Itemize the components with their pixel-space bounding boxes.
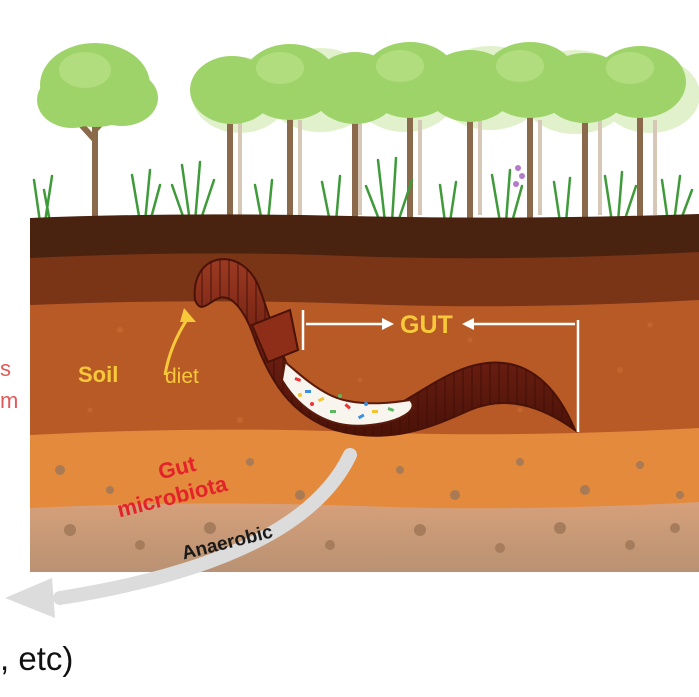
gut-dimension-markers	[301, 310, 580, 432]
soil-speckles	[87, 322, 653, 423]
worm-gut-cutaway	[280, 360, 414, 427]
cropped-text-fragment-1: s	[0, 356, 11, 381]
foreground-trees	[37, 42, 686, 221]
worm-clitellum	[250, 308, 300, 364]
subsoil-orange-layer	[30, 428, 699, 520]
gut-microbes	[294, 377, 395, 420]
flower-cluster	[513, 165, 525, 187]
cropped-text-fragment-2: m	[0, 388, 19, 413]
soil-label: Soil	[78, 362, 119, 387]
earthworm	[193, 258, 578, 437]
subsoil-mid-layer	[30, 300, 699, 445]
anaerobic-arrow-head	[5, 578, 55, 618]
gravel-layer	[30, 502, 699, 572]
anaerobic-gradient-arrow	[53, 448, 357, 605]
gravel-stones	[55, 458, 684, 553]
cropped-bottom-text: , etc)	[0, 640, 74, 677]
topsoil-layer	[30, 214, 699, 262]
gut-label: GUT	[400, 311, 453, 339]
soil-diet-arrow	[163, 317, 190, 376]
diet-label: diet	[165, 365, 199, 388]
soil-diet-arrow-head	[180, 308, 196, 322]
